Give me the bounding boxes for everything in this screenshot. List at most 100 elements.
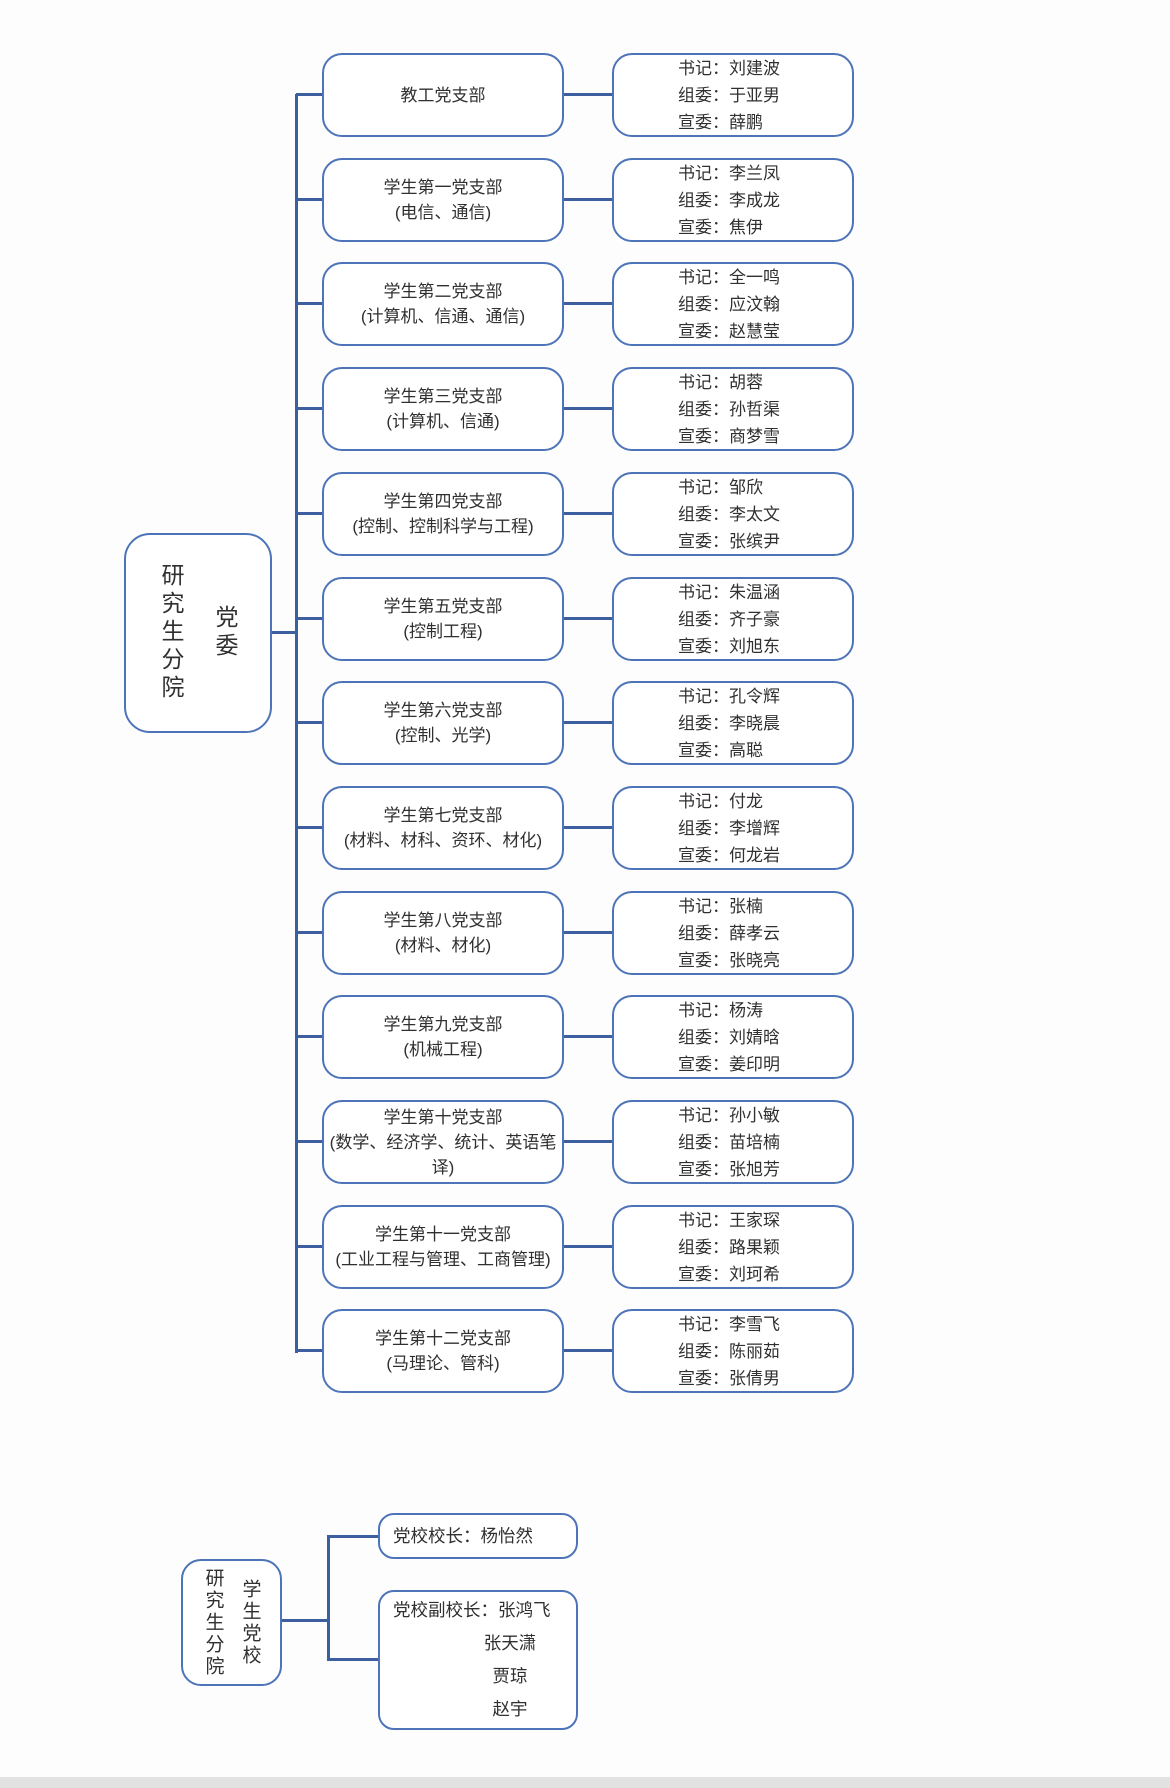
member-line: 书记：王家琛 (678, 1210, 780, 1230)
branch-title: 学生第二党支部 (383, 282, 503, 301)
branch-box: 教工党支部 (322, 53, 564, 137)
school-root-connector (282, 1619, 329, 1622)
member-line: 书记：李雪飞 (678, 1314, 780, 1334)
member-line: 宣委：刘珂希 (678, 1264, 780, 1284)
branch-box: 学生第十一党支部(工业工程与管理、工商管理) (322, 1205, 564, 1289)
member-line: 书记：朱温涵 (678, 582, 780, 602)
member-line: 宣委：张晓亮 (678, 950, 780, 970)
member-line: 宣委：商梦雪 (678, 426, 780, 446)
member-line: 书记：付龙 (678, 791, 763, 811)
member-line: 书记：孔令辉 (678, 686, 780, 706)
school-vice-principal-box: 党校副校长：张鸿飞张天潇贾琼赵宇 (378, 1590, 578, 1730)
branch-title: 学生第七党支部 (383, 806, 503, 825)
member-line: 宣委：张缤尹 (678, 531, 780, 551)
branch-title: 学生第三党支部 (383, 387, 503, 406)
member-box: 书记：付龙组委：李增辉宣委：何龙岩 (612, 786, 854, 870)
member-box: 书记：李雪飞组委：陈丽茹宣委：张倩男 (612, 1309, 854, 1393)
trunk-branch-connector (296, 512, 322, 515)
member-line: 宣委：高聪 (678, 740, 763, 760)
branch-box: 学生第二党支部 (计算机、信通、通信) (322, 262, 564, 346)
school-trunk-line (327, 1535, 330, 1661)
member-box: 书记：孙小敏组委：苗培楠宣委：张旭芳 (612, 1100, 854, 1184)
member-box: 书记：杨涛组委：刘婧晗宣委：姜印明 (612, 995, 854, 1079)
branch-member-connector (564, 1140, 612, 1143)
member-line: 组委：路果颖 (678, 1237, 780, 1257)
trunk-branch-connector (296, 1035, 322, 1038)
member-line: 组委：刘婧晗 (678, 1027, 780, 1047)
branch-box: 学生第十二党支部(马理论、管科) (322, 1309, 564, 1393)
branch-title: 学生第一党支部 (383, 178, 503, 197)
branch-title: 学生第十二党支部 (375, 1329, 511, 1348)
branch-subtitle: (机械工程) (403, 1040, 483, 1059)
branch-subtitle: (数学、经济学、统计、英语笔译) (329, 1132, 557, 1177)
branch-member-connector (564, 1245, 612, 1248)
member-line: 组委：苗培楠 (678, 1132, 780, 1152)
member-line: 组委：应汶翰 (678, 294, 780, 314)
committee-root-org-label: 研究生分院 (158, 563, 184, 703)
branch-subtitle: (材料、材科、资环、材化) (343, 831, 543, 850)
branch-title: 学生第六党支部 (383, 701, 503, 720)
trunk-branch-connector (296, 617, 322, 620)
member-line: 书记：张楠 (678, 896, 763, 916)
branch-member-connector (564, 302, 612, 305)
branch-title: 学生第十党支部 (383, 1107, 503, 1127)
member-box: 书记：王家琛组委：路果颖宣委：刘珂希 (612, 1205, 854, 1289)
branch-title: 学生第十一党支部 (375, 1225, 511, 1244)
committee-root-connector (272, 631, 297, 634)
member-box: 书记：胡蓉组委：孙哲渠宣委：商梦雪 (612, 367, 854, 451)
trunk-branch-connector (296, 1349, 322, 1352)
branch-subtitle: (计算机、信通、通信) (360, 307, 526, 326)
branch-box: 学生第一党支部 (电信、通信) (322, 158, 564, 242)
bottom-strip (0, 1777, 1170, 1788)
school-node-line: 赵宇 (492, 1699, 528, 1719)
school-node-line: 党校校长：杨怡然 (393, 1525, 533, 1546)
branch-box: 学生第十党支部 (数学、经济学、统计、英语笔译) (322, 1100, 564, 1184)
member-line: 书记：杨涛 (678, 1000, 763, 1020)
member-line: 组委：李太文 (678, 504, 780, 524)
school-node-line: 张天潇 (483, 1633, 537, 1653)
school-root-node: 研究生分院 学生党校 (181, 1559, 282, 1686)
branch-box: 学生第四党支部(控制、控制科学与工程) (322, 472, 564, 556)
branch-title: 学生第四党支部 (383, 492, 503, 511)
branch-member-connector (564, 1349, 612, 1352)
branch-subtitle: (电信、通信) (394, 203, 492, 222)
school-vice-principal-connector (329, 1658, 378, 1661)
branch-member-connector (564, 617, 612, 620)
branch-box: 学生第七党支部 (材料、材科、资环、材化) (322, 786, 564, 870)
trunk-branch-connector (296, 1245, 322, 1248)
member-box: 书记：李兰凤组委：李成龙宣委：焦伊 (612, 158, 854, 242)
member-box: 书记：朱温涵组委：齐子豪宣委：刘旭东 (612, 577, 854, 661)
member-box: 书记：邹欣组委：李太文宣委：张缤尹 (612, 472, 854, 556)
branch-subtitle: (控制、光学) (394, 726, 492, 745)
member-line: 宣委：焦伊 (678, 217, 763, 237)
member-line: 宣委：何龙岩 (678, 845, 780, 865)
branch-member-connector (564, 198, 612, 201)
branch-member-connector (564, 931, 612, 934)
member-box: 书记：刘建波组委：于亚男宣委：薛鹏 (612, 53, 854, 137)
school-node-line: 党校副校长：张鸿飞 (393, 1600, 551, 1620)
member-box: 书记：张楠组委：薛孝云宣委：张晓亮 (612, 891, 854, 975)
member-line: 书记：全一鸣 (678, 267, 780, 287)
member-line: 书记：胡蓉 (678, 372, 763, 392)
trunk-branch-connector (296, 931, 322, 934)
member-box: 书记：全一鸣组委：应汶翰宣委：赵慧莹 (612, 262, 854, 346)
trunk-branch-connector (296, 198, 322, 201)
branch-member-connector (564, 721, 612, 724)
member-line: 组委：孙哲渠 (678, 399, 780, 419)
trunk-branch-connector (296, 1140, 322, 1143)
branch-box: 学生第九党支部(机械工程) (322, 995, 564, 1079)
member-box: 书记：孔令辉组委：李晓晨宣委：高聪 (612, 681, 854, 765)
member-line: 宣委：张旭芳 (678, 1159, 780, 1179)
member-line: 书记：李兰凤 (678, 163, 780, 183)
branch-box: 学生第八党支部(材料、材化) (322, 891, 564, 975)
committee-root-node: 研究生分院 党委 (124, 533, 272, 733)
member-line: 组委：李成龙 (678, 190, 780, 210)
branch-member-connector (564, 93, 612, 96)
school-root-org-label: 研究生分院 (202, 1567, 224, 1678)
branch-member-connector (564, 826, 612, 829)
school-principal-box: 党校校长：杨怡然 (378, 1513, 578, 1559)
member-line: 组委：李晓晨 (678, 713, 780, 733)
trunk-branch-connector (296, 721, 322, 724)
member-line: 宣委：刘旭东 (678, 636, 780, 656)
